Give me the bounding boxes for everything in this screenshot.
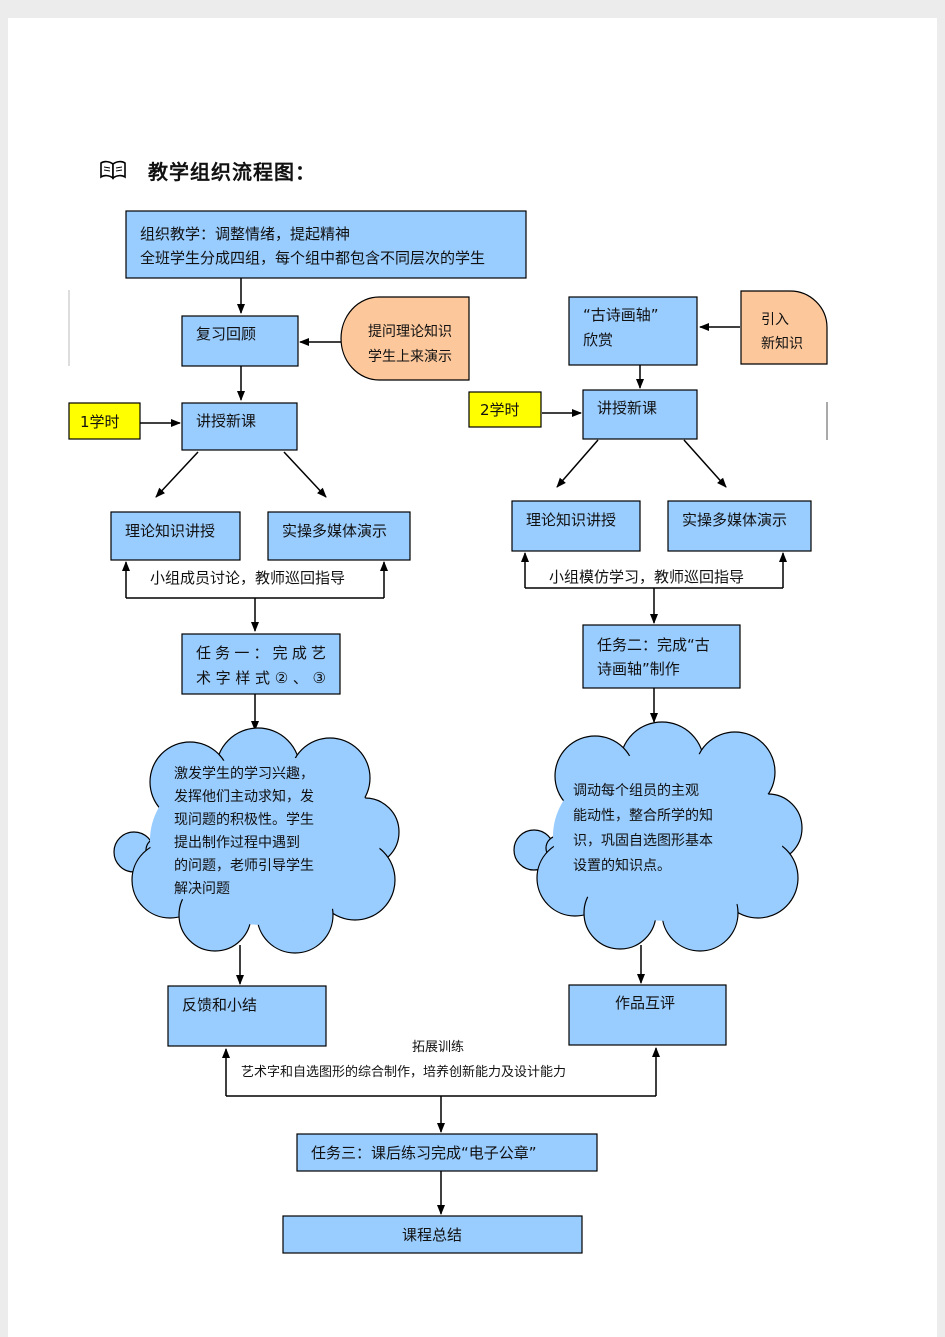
feedback-label: 反馈和小结 bbox=[182, 996, 257, 1014]
extend-desc: 艺术字和自选图形的综合制作，培养创新能力及设计能力 bbox=[241, 1064, 566, 1080]
new-lesson-left-label: 讲授新课 bbox=[196, 412, 256, 430]
extend-title: 拓展训练 bbox=[412, 1040, 464, 1055]
cloud-left-line: 的问题，老师引导学生 bbox=[174, 858, 314, 874]
cloud-left-text: 激发学生的学习兴趣， 发挥他们主动求知，发 现问题的积极性。学生 提出制作过程中… bbox=[174, 765, 314, 897]
intro-line2: 新知识 bbox=[761, 335, 803, 352]
poem-box: “古诗画轴” 欣赏 bbox=[568, 296, 698, 366]
hours-right-label: 2学时 bbox=[480, 401, 520, 419]
cloud-left-line: 提出制作过程中遇到 bbox=[174, 835, 300, 851]
cloud-left-line: 现问题的积极性。学生 bbox=[174, 812, 314, 828]
hours-note-left: 1学时 bbox=[68, 402, 141, 440]
new-lesson-box-right: 讲授新课 bbox=[582, 389, 698, 440]
task1-line2: 术字样式②、③ bbox=[196, 669, 326, 687]
organize-box: 组织教学：调整情绪，提起精神 全班学生分成四组，每个组中都包含不同层次的学生 bbox=[125, 210, 527, 279]
feedback-box: 反馈和小结 bbox=[167, 985, 327, 1047]
heading: 教学组织流程图： bbox=[100, 154, 316, 186]
organize-line1: 组织教学：调整情绪，提起精神 bbox=[140, 225, 350, 243]
cloud-right-line: 设置的知识点。 bbox=[573, 857, 671, 874]
ask-knowledge-shape: 提问理论知识 学生上来演示 bbox=[340, 296, 470, 381]
new-lesson-box-left: 讲授新课 bbox=[181, 402, 298, 451]
hours-left-label: 1学时 bbox=[80, 413, 120, 431]
cloud-left bbox=[113, 727, 400, 954]
cloud-right bbox=[513, 721, 803, 952]
ask-line1: 提问理论知识 bbox=[368, 323, 452, 340]
page-title: 教学组织流程图： bbox=[148, 159, 316, 184]
task3-label: 任务三：课后练习完成“电子公章” bbox=[311, 1144, 537, 1162]
cloud-right-line: 调动每个组员的主观 bbox=[573, 783, 699, 799]
theory-box-right: 理论知识讲授 bbox=[511, 500, 641, 552]
review-label: 复习回顾 bbox=[196, 325, 256, 343]
practice-box-right: 实操多媒体演示 bbox=[667, 500, 812, 552]
cloud-left-line: 发挥他们主动求知，发 bbox=[174, 788, 314, 805]
open-book-icon bbox=[100, 160, 126, 180]
cloud-right-line: 能动性，整合所学的知 bbox=[573, 807, 713, 824]
task2-line1: 任务二：完成“古 bbox=[597, 636, 710, 654]
task2-line2: 诗画轴”制作 bbox=[597, 660, 680, 678]
ask-line2: 学生上来演示 bbox=[368, 349, 452, 365]
practice-box-left: 实操多媒体演示 bbox=[267, 511, 411, 561]
intro-knowledge-shape: 引入 新知识 bbox=[740, 290, 828, 365]
summary-box: 课程总结 bbox=[282, 1215, 583, 1254]
discuss-label: 小组成员讨论，教师巡回指导 bbox=[150, 569, 345, 587]
practice-right-label: 实操多媒体演示 bbox=[682, 511, 787, 529]
review-box: 复习回顾 bbox=[181, 315, 299, 367]
peer-review-box: 作品互评 bbox=[568, 984, 727, 1046]
task1-line1: 任务一：完成艺 bbox=[196, 644, 326, 662]
theory-box-left: 理论知识讲授 bbox=[110, 511, 241, 561]
task3-box: 任务三：课后练习完成“电子公章” bbox=[296, 1133, 598, 1172]
cloud-right-line: 识，巩固自选图形基本 bbox=[573, 832, 713, 849]
poem-line2: 欣赏 bbox=[583, 331, 613, 349]
imitate-label: 小组模仿学习，教师巡回指导 bbox=[549, 568, 744, 586]
peer-review-label: 作品互评 bbox=[615, 994, 675, 1012]
new-lesson-right-label: 讲授新课 bbox=[597, 399, 657, 417]
cloud-left-line: 激发学生的学习兴趣， bbox=[174, 765, 314, 782]
task1-box: 任务一：完成艺 术字样式②、③ bbox=[181, 633, 341, 695]
hours-note-right: 2学时 bbox=[468, 391, 542, 428]
cloud-left-line: 解决问题 bbox=[174, 881, 230, 897]
intro-line1: 引入 bbox=[761, 312, 789, 328]
theory-left-label: 理论知识讲授 bbox=[125, 522, 215, 540]
cloud-right-text: 调动每个组员的主观 能动性，整合所学的知 识，巩固自选图形基本 设置的知识点。 bbox=[573, 783, 713, 874]
theory-right-label: 理论知识讲授 bbox=[526, 511, 616, 529]
practice-left-label: 实操多媒体演示 bbox=[282, 522, 387, 540]
summary-label: 课程总结 bbox=[402, 1226, 462, 1244]
task2-box: 任务二：完成“古 诗画轴”制作 bbox=[582, 624, 741, 689]
organize-line2: 全班学生分成四组，每个组中都包含不同层次的学生 bbox=[140, 249, 485, 267]
poem-line1: “古诗画轴” bbox=[583, 306, 659, 324]
